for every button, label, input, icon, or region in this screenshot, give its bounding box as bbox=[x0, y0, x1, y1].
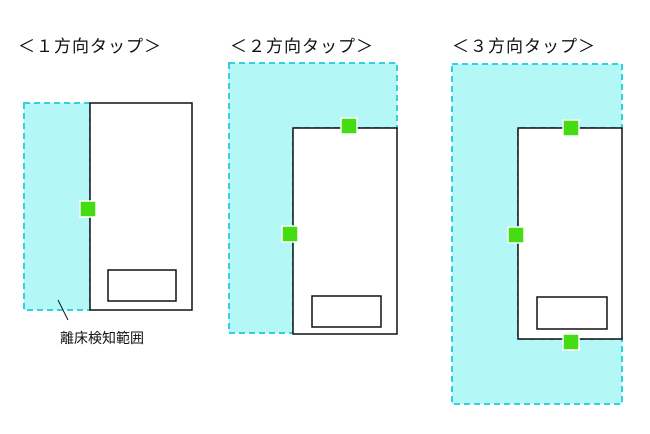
sensor-2-top bbox=[340, 117, 358, 135]
detection-area-2 bbox=[228, 62, 398, 334]
diagram-2 bbox=[228, 62, 398, 335]
diagram-2-title: ＜２方向タップ＞ bbox=[230, 37, 374, 57]
sensor-1-left bbox=[79, 200, 97, 218]
label-leader-line bbox=[57, 299, 69, 321]
diagram-3-title: ＜３方向タップ＞ bbox=[452, 37, 596, 57]
detection-area-3 bbox=[451, 63, 623, 405]
sensor-3-top bbox=[562, 119, 580, 137]
bed-pillow-1 bbox=[107, 269, 177, 302]
diagram-3 bbox=[451, 63, 623, 405]
diagram-1 bbox=[23, 102, 193, 321]
bed-pillow-2 bbox=[311, 295, 382, 328]
sensor-3-bottom bbox=[562, 333, 580, 351]
detection-area-label: 離床検知範囲 bbox=[60, 331, 144, 347]
sensor-2-left bbox=[281, 225, 299, 243]
diagram-1-title: ＜１方向タップ＞ bbox=[18, 37, 162, 57]
bed-pillow-3 bbox=[536, 296, 608, 330]
sensor-3-left bbox=[507, 226, 525, 244]
